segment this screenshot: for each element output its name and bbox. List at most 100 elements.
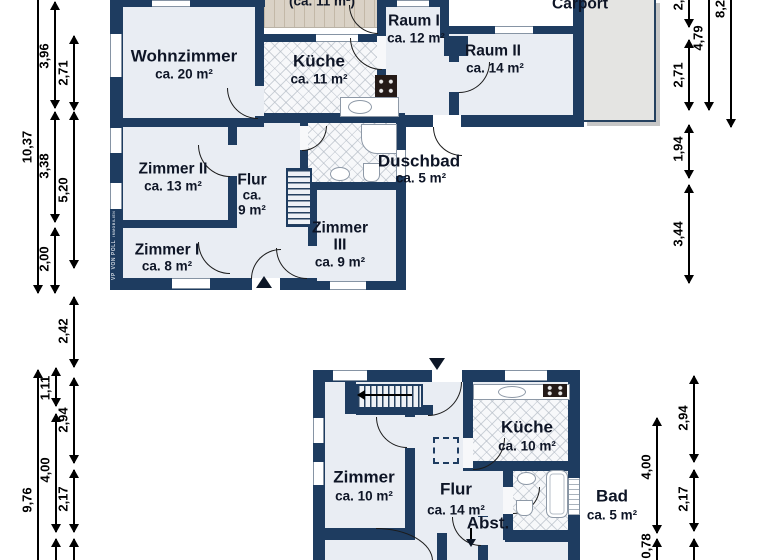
dimension-label: 3,38 [36, 153, 52, 179]
room-label-kueche: Küche [293, 51, 345, 71]
dimension-arrow [50, 227, 60, 294]
wall [463, 461, 580, 471]
entrance-arrow-icon [429, 358, 445, 370]
dimension-label: 5,20 [55, 177, 71, 203]
room-label-zimmer3-2: III [333, 236, 347, 254]
dimension-arrow [69, 296, 79, 368]
wall [573, 0, 584, 127]
wall [300, 182, 406, 190]
room-area-flur-a: ca. [242, 187, 262, 203]
dimension-arrow [684, 39, 694, 111]
room-area-flur-b: 9 m² [238, 202, 266, 218]
dimension-arrow [684, 0, 694, 28]
carport-edge [584, 120, 656, 122]
window [313, 418, 324, 443]
room-label-raum1: Raum I [388, 12, 440, 30]
sink-icon [498, 386, 526, 398]
washbasin-icon [330, 167, 350, 181]
stove-icon [375, 75, 397, 97]
wall [568, 382, 580, 560]
dimension-label: 8,2 [712, 0, 728, 19]
dimension-label: 2,94 [675, 405, 691, 431]
window [110, 34, 122, 77]
dimension-arrow [69, 469, 79, 533]
wall [437, 533, 447, 560]
brand-watermark: VPVON POLLIMMOBILIEN [111, 208, 117, 280]
dimension-label: 9,76 [19, 487, 35, 513]
staircase [286, 168, 312, 227]
room-area-bad: ca. 5 m² [586, 507, 638, 523]
dimension-label: 2,42 [55, 318, 71, 344]
room-area-raum2: ca. 14 m² [466, 60, 524, 76]
room-label-carport: Carport [552, 0, 608, 13]
dimension-label: 3,44 [670, 221, 686, 247]
window [505, 370, 547, 381]
window [568, 478, 580, 515]
wall [396, 122, 406, 290]
window [316, 34, 358, 42]
dimension-label: 2,17 [55, 486, 71, 512]
window [397, 0, 429, 7]
door-opening [405, 417, 415, 448]
window [333, 370, 367, 381]
room-area-kueche: ca. 11 m² [290, 71, 348, 87]
door-opening [449, 62, 459, 92]
window [313, 462, 324, 485]
washbasin-icon [517, 472, 536, 485]
chimney-outline [433, 437, 459, 464]
dimension-arrow [704, 0, 714, 111]
room-area-wohnzimmer: ca. 20 m² [155, 66, 213, 82]
abst-pointer-line [470, 528, 472, 541]
window [152, 0, 190, 7]
door-opening [255, 86, 264, 116]
door-opening [308, 246, 317, 278]
dimension-arrow [726, 0, 736, 128]
wall [440, 0, 449, 38]
dimension-arrow [50, 1, 60, 109]
wall [308, 182, 317, 290]
dimension-arrow [689, 375, 699, 463]
carport-edge [654, 0, 656, 122]
room-label-kueche: Küche [501, 417, 553, 437]
dimension-arrow [689, 469, 699, 532]
window [495, 26, 533, 34]
carport-area [584, 0, 656, 122]
room-label-flur: Flur [439, 479, 473, 499]
wall [405, 115, 584, 127]
brand-sub: IMMOBILIEN [112, 210, 116, 237]
wall [255, 0, 264, 122]
staircase [356, 384, 423, 409]
dimension-arrow [33, 369, 43, 560]
wall [110, 118, 264, 127]
wall [463, 382, 473, 470]
room-area-zimmer3: ca. 9 m² [314, 254, 366, 270]
dimension-label: 2, [670, 0, 686, 11]
dimension-label: 0,78 [638, 533, 654, 559]
room-area-duschbad: ca. 5 m² [395, 170, 447, 186]
door-opening [228, 242, 237, 273]
door-opening [503, 487, 513, 514]
dimension-arrow [51, 413, 61, 533]
brand-abbr: VP [111, 272, 117, 280]
room-label-raum2: Raum II [465, 42, 521, 60]
dimension-arrow [33, 0, 43, 294]
wall [110, 278, 310, 290]
shower-icon [361, 124, 397, 154]
door-opening [478, 517, 488, 545]
bathtub-icon [546, 470, 568, 518]
carport-shadow [587, 122, 660, 126]
room-label-duschbad: Duschbad [377, 151, 461, 171]
wall [405, 415, 415, 540]
wall [255, 113, 405, 123]
stair-direction-line [362, 394, 412, 396]
stair-direction-arrow-icon [357, 390, 365, 400]
door-opening [228, 145, 237, 176]
dimension-arrow [652, 417, 662, 534]
dimension-arrow [689, 538, 699, 560]
dimension-arrow [50, 111, 60, 223]
dimension-label: 2,17 [675, 486, 691, 512]
dimension-label: 4,00 [37, 457, 53, 483]
abst-pointer-arrow-icon [466, 539, 476, 547]
dimension-arrow [51, 367, 61, 407]
